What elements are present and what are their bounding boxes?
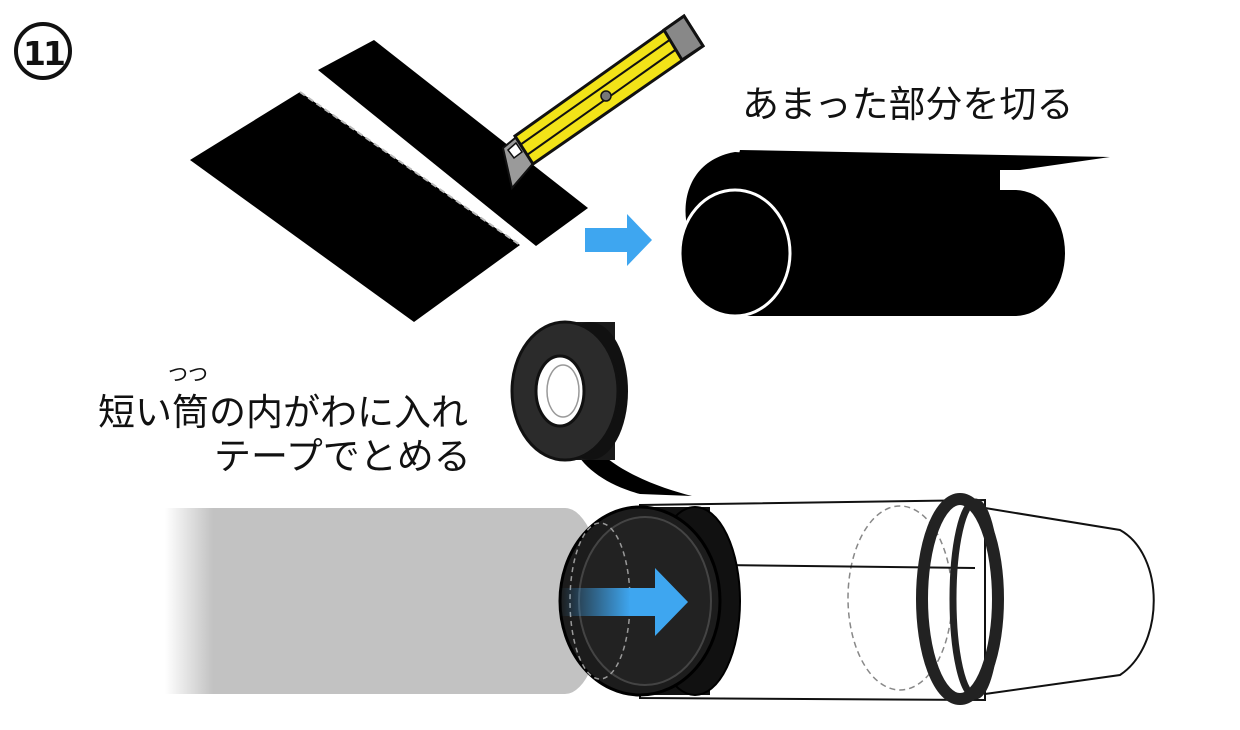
label-cut-excess: あまった部分を切る — [742, 83, 1074, 126]
insert-arrow-icon — [560, 568, 688, 636]
motion-shadow-tube — [165, 508, 603, 694]
label-insert-line2: テープでとめる — [214, 435, 471, 478]
step-number-badge: 11 — [14, 22, 72, 80]
cut-line-dashed — [299, 91, 521, 246]
sheet-strip-piece — [318, 40, 588, 246]
ruby-tsutsu: つつ — [168, 362, 208, 386]
cutter-knife-icon — [501, 13, 706, 191]
black-sheet — [190, 40, 588, 322]
sheet-main-piece — [190, 92, 520, 322]
tape-roll-icon — [510, 320, 692, 496]
rolled-tube — [678, 150, 1110, 318]
arrow-right-icon — [585, 214, 652, 266]
label-insert-line1: 短い筒の内がわに入れ — [98, 391, 468, 434]
step-number: 11 — [23, 34, 66, 73]
